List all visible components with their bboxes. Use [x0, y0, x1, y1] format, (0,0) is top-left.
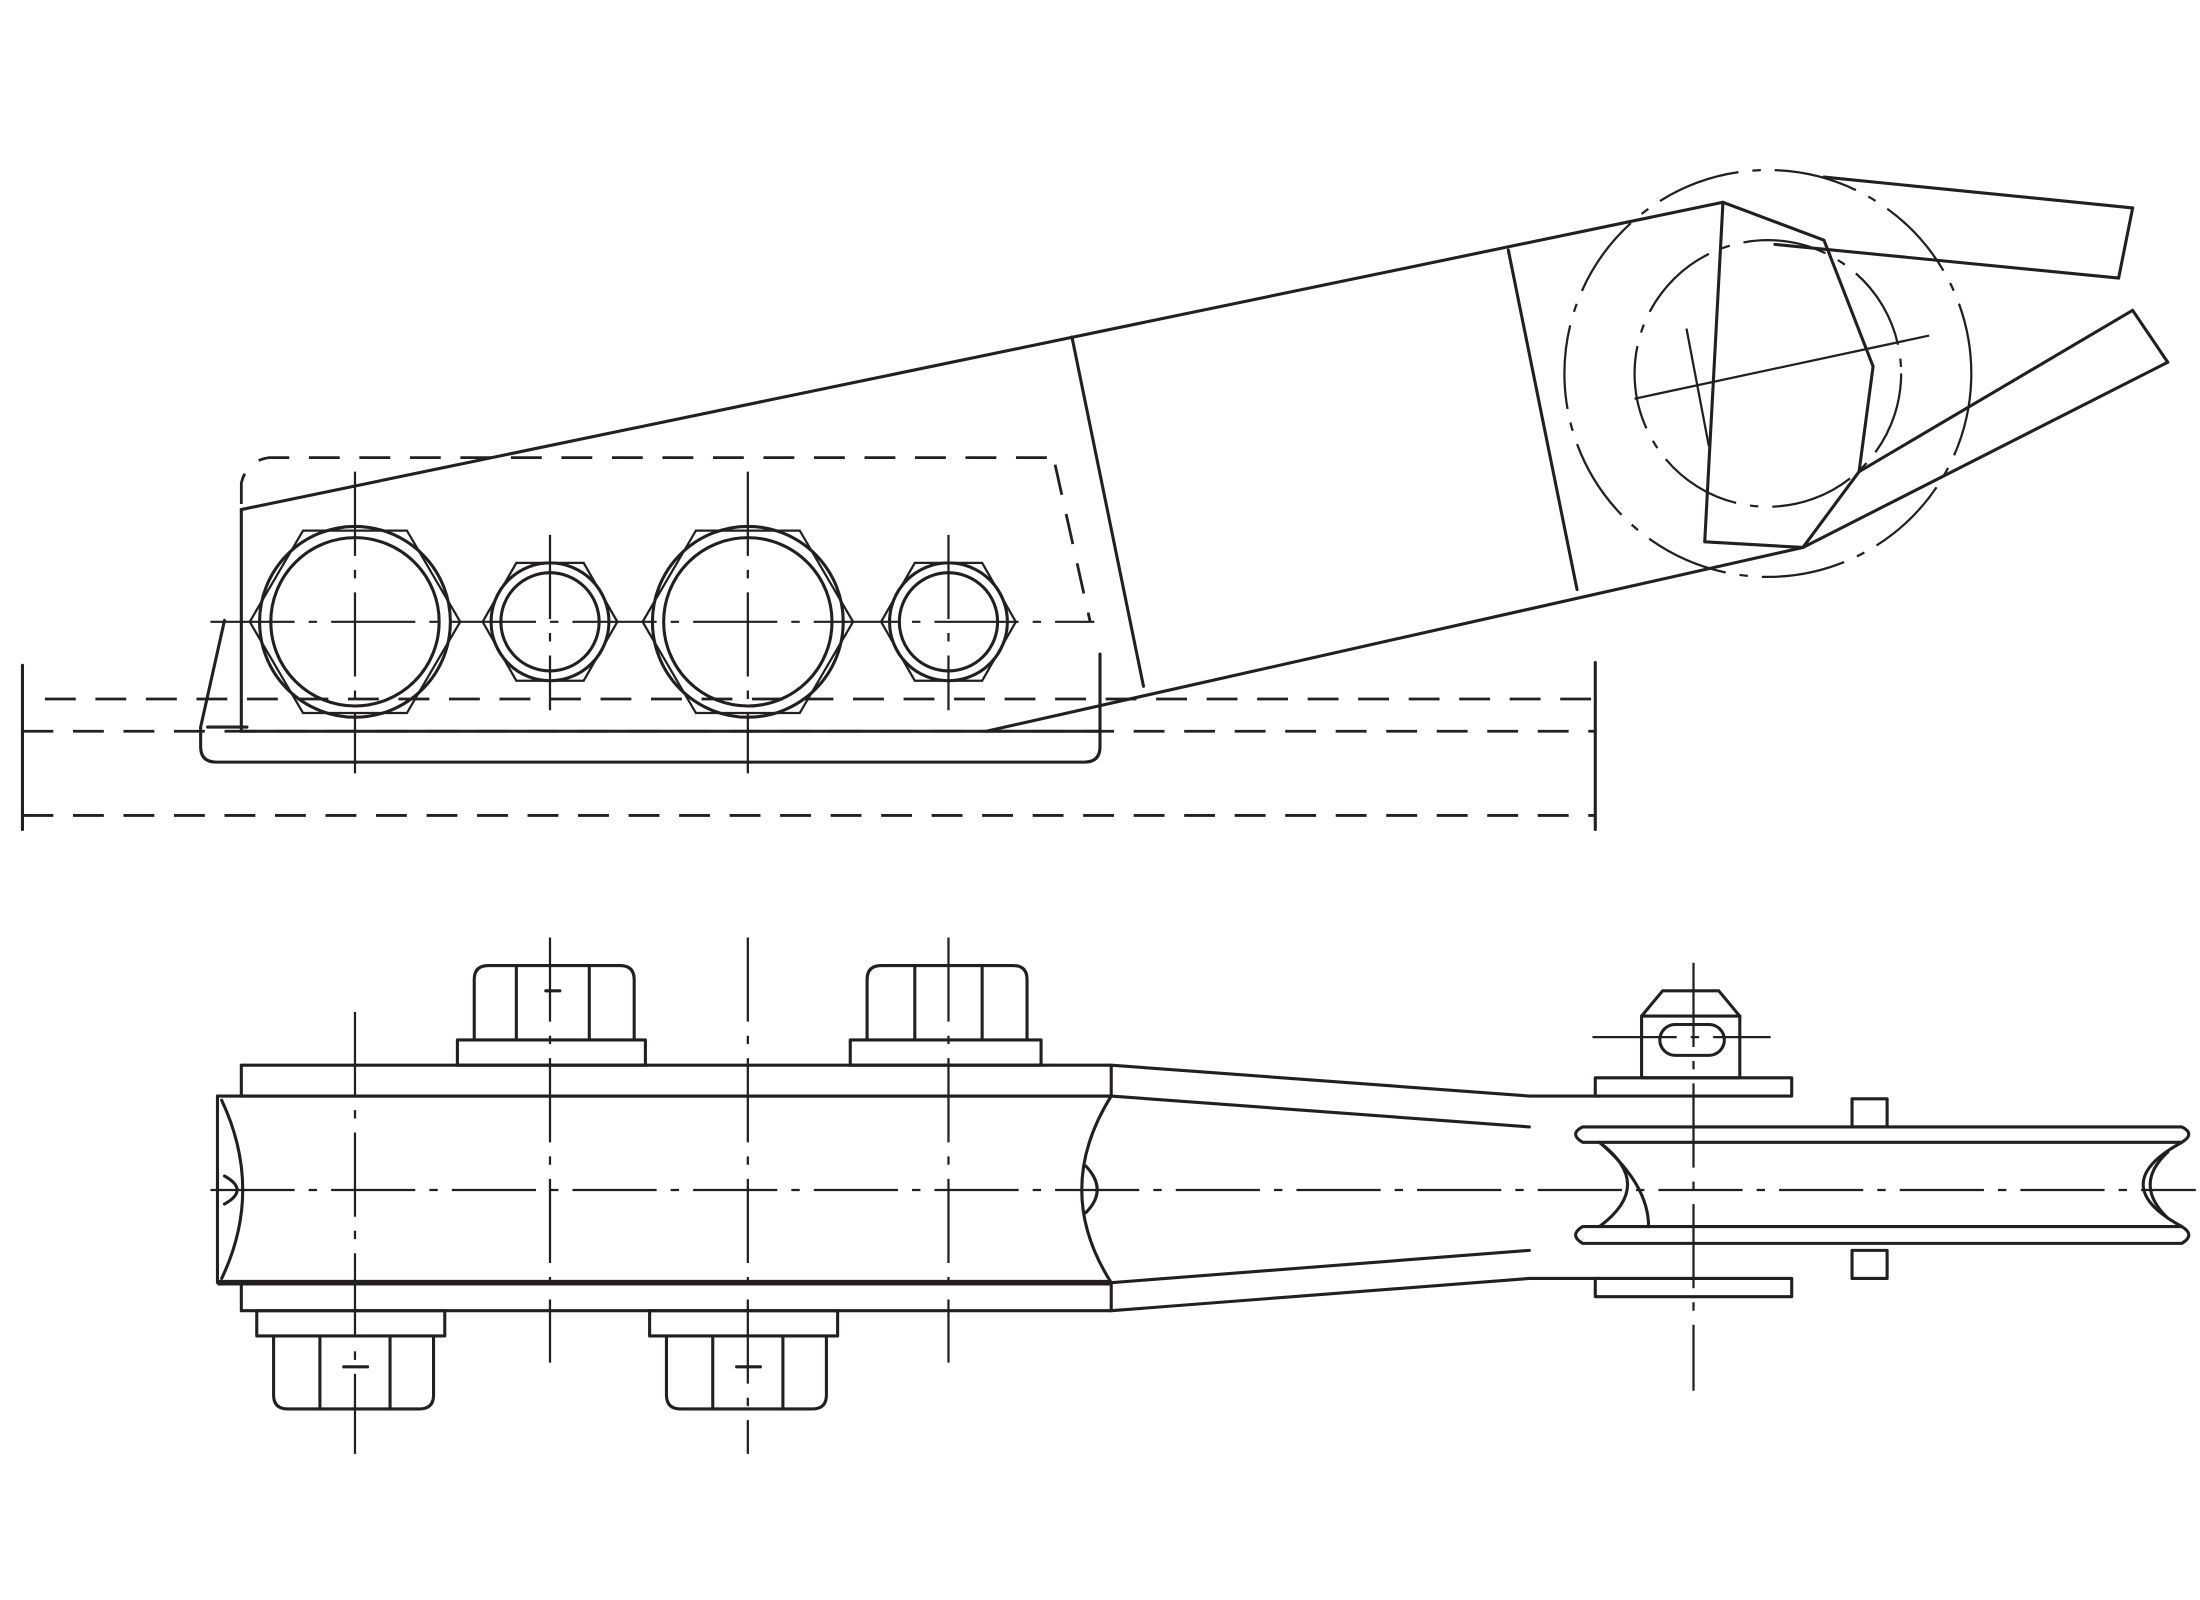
clamp-body-plan	[215, 1063, 1602, 1313]
elevation-view	[20, 168, 2170, 832]
clamp-body	[199, 200, 1805, 764]
bolt-large-right	[641, 471, 855, 774]
bolt-small-left	[481, 534, 619, 711]
center-lines-plan	[210, 937, 2196, 1454]
nut-bottom-right	[648, 1309, 840, 1411]
nut-top-right	[848, 964, 1043, 1067]
bolt-large-left	[248, 471, 462, 774]
plan-view	[210, 937, 2196, 1454]
eye-pin-head	[1563, 168, 2170, 579]
conductor-hidden-lines	[20, 660, 1597, 832]
nut-bottom-left	[255, 1309, 447, 1411]
bolt-small-right	[879, 534, 1018, 711]
nut-top-left	[455, 964, 647, 1067]
